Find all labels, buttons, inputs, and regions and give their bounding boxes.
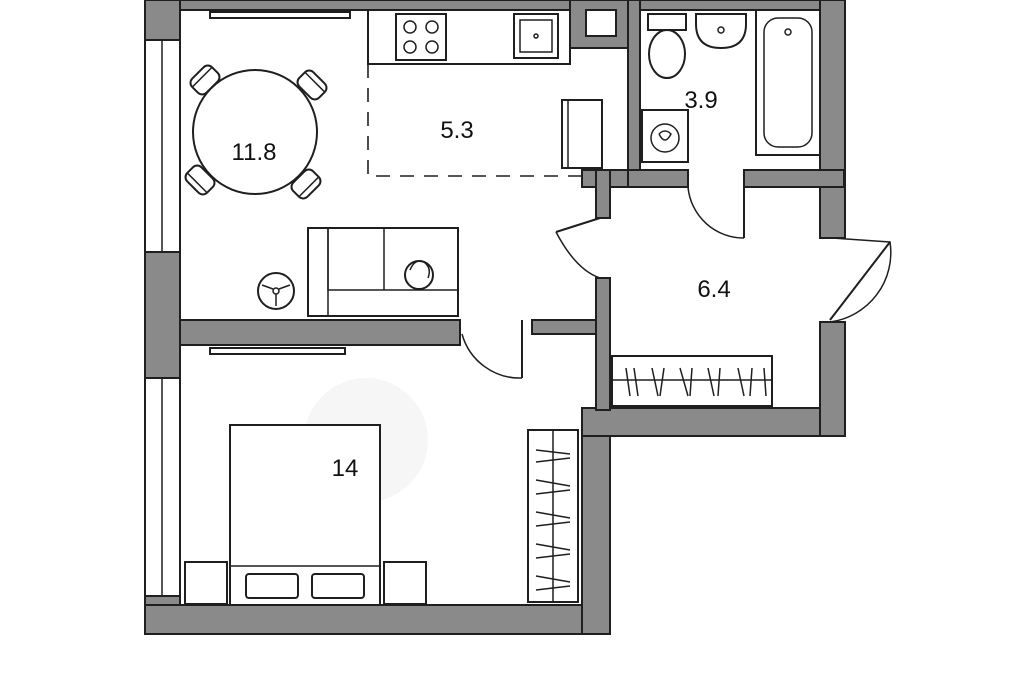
door-entrance	[829, 237, 892, 323]
nightstand-left	[184, 561, 228, 605]
door-bathroom	[687, 186, 745, 239]
kitchen-zone-outline	[367, 64, 584, 177]
kitchen-hall-wall-drop	[595, 169, 611, 219]
kitchen-sink	[513, 13, 559, 59]
radiator-living	[209, 11, 351, 19]
bedroom-area: 14	[332, 455, 359, 482]
doors	[461, 186, 892, 379]
toilet-icon	[647, 13, 687, 79]
right-wall-bottom	[819, 321, 846, 437]
living-room	[184, 64, 459, 317]
hallway-wardrobe	[611, 355, 773, 407]
bathroom-bottom-wall-right	[743, 169, 845, 188]
chair-icon	[184, 164, 216, 196]
hallway	[611, 355, 773, 407]
chair-icon	[189, 64, 221, 96]
hallway-bottom-wall	[581, 407, 846, 437]
kitchen	[367, 9, 603, 177]
washbasin-icon	[695, 13, 747, 50]
bathroom	[641, 9, 821, 163]
door-bedroom	[461, 320, 523, 379]
washing-machine-icon	[641, 109, 689, 163]
living-room-area: 11.8	[232, 139, 277, 166]
burner-icon	[425, 40, 439, 54]
chair-icon	[290, 168, 322, 200]
pillow	[311, 573, 365, 599]
nightstand-right	[383, 561, 427, 605]
bathroom-bottom-wall	[627, 169, 689, 188]
chair-icon	[296, 69, 328, 101]
kitchen-area: 5.3	[440, 117, 473, 144]
hallway-left-wall	[595, 277, 611, 411]
living-bedroom-wall	[179, 319, 461, 346]
walls	[144, 0, 846, 635]
robot-vacuum-icon	[257, 272, 295, 310]
wardrobe-hangers	[612, 367, 772, 397]
cat-icon	[404, 260, 434, 290]
dining-table	[192, 69, 318, 195]
sofa	[307, 227, 459, 317]
burner-icon	[403, 20, 417, 34]
left-wall-middle	[144, 251, 181, 379]
hallway-area: 6.4	[697, 276, 730, 303]
left-wall-top	[144, 0, 181, 41]
bedroom	[184, 378, 579, 606]
burner-icon	[403, 40, 417, 54]
ventilation-shaft	[585, 9, 617, 37]
right-wall-top	[819, 0, 846, 239]
wardrobe-hangers	[535, 430, 571, 602]
living-bedroom-wall-stub	[531, 319, 599, 335]
room-labels: 11.8 5.3 3.9 6.4 14	[232, 87, 731, 482]
burner-icon	[425, 20, 439, 34]
radiator-bedroom	[209, 347, 346, 355]
pillow	[245, 573, 299, 599]
door-hall-living	[555, 217, 601, 279]
stove	[395, 13, 447, 61]
bedroom-right-wall	[581, 409, 611, 635]
windows	[144, 11, 351, 597]
bathroom-area: 3.9	[684, 87, 717, 114]
bottom-wall	[144, 604, 611, 635]
top-wall	[144, 0, 846, 11]
bathroom-left-wall	[627, 0, 641, 188]
bathtub	[755, 9, 821, 156]
